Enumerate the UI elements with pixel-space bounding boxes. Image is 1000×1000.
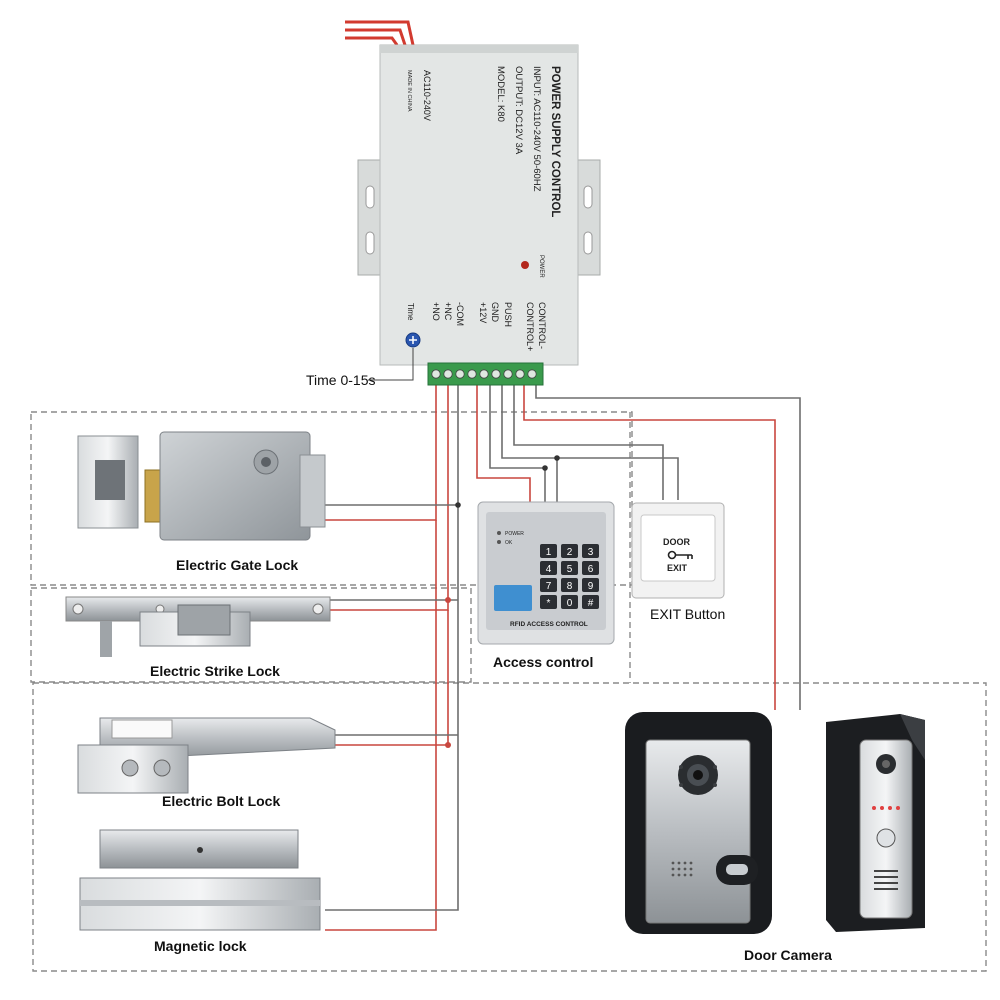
electric-bolt-lock-image (77, 717, 336, 794)
gate-lock-group-outline (30, 411, 633, 586)
keypad-key-label: 3 (588, 547, 594, 558)
keypad-key-label: 4 (546, 564, 552, 575)
psu-title: POWER SUPPLY CONTROL (549, 66, 561, 217)
keypad-key-label: 5 (567, 564, 573, 575)
speaker-grille (671, 861, 693, 877)
junction-dots (445, 455, 560, 748)
mains-cable (345, 20, 415, 46)
terminal-label: -COM (455, 302, 465, 326)
psu-input-spec: INPUT: AC110-240V 50-60HZ (531, 66, 542, 192)
psu-model: MODEL: K80 (495, 66, 506, 122)
electric-gate-lock-label: Electric Gate Lock (176, 557, 298, 573)
keypad-power-label: POWER (505, 531, 524, 537)
keypad-key-9[interactable]: 9 (582, 578, 599, 592)
keypad-key-label: # (588, 598, 594, 609)
power-led (521, 261, 529, 269)
keypad-key-6[interactable]: 6 (582, 561, 599, 575)
keypad-key-0[interactable]: 0 (561, 595, 578, 609)
strike-lock-group-outline (30, 587, 472, 683)
terminal-label: PUSH (503, 302, 513, 327)
keypad-key-#[interactable]: # (582, 595, 599, 609)
terminal-label: +NO (431, 302, 441, 321)
exit-button-line2: EXIT (667, 563, 688, 573)
keypad-key-label: 8 (567, 581, 573, 592)
keypad-key-1[interactable]: 1 (540, 544, 557, 558)
exit-button-line1: DOOR (663, 537, 691, 547)
terminal-label: CONTROL- (537, 302, 547, 349)
keypad-key-*[interactable]: * (540, 595, 557, 609)
door-camera-side (826, 714, 925, 932)
psu-body (379, 44, 579, 366)
psu-ac-label: AC110-240V (422, 70, 432, 121)
keypad-key-8[interactable]: 8 (561, 578, 578, 592)
keypad-ok-label: OK (505, 540, 513, 546)
keypad-key-label: * (547, 598, 551, 609)
keypad-key-3[interactable]: 3 (582, 544, 599, 558)
terminal-label: +12V (478, 302, 488, 323)
psu-output-spec: OUTPUT: DC12V 3A (513, 66, 524, 155)
keypad-key-5[interactable]: 5 (561, 561, 578, 575)
keypad-rfid-area (494, 585, 532, 611)
power-led-label: POWER (538, 255, 544, 278)
psu-made-in: MADE IN CHINA (406, 70, 412, 112)
door-camera-label: Door Camera (744, 947, 832, 963)
keypad-key-label: 0 (567, 598, 573, 609)
key-icon (667, 550, 693, 560)
device-group-outlines (30, 411, 987, 972)
access-control-keypad: POWER OK 1 2 3 4 5 6 7 8 9 * 0 # RFID ACCESS CONTRO… (477, 501, 615, 645)
keypad-key-label: 6 (588, 564, 594, 575)
keypad-keys: 1 2 3 4 5 6 7 8 9 * 0 # (540, 544, 599, 609)
time-range-label: Time 0-15s (306, 372, 376, 388)
exit-button-label: EXIT Button (650, 606, 725, 622)
keypad-key-label: 2 (567, 547, 573, 558)
terminal-label: GND (490, 302, 500, 323)
door-camera-front (625, 712, 772, 934)
keypad-key-label: 1 (546, 547, 552, 558)
keypad-key-2[interactable]: 2 (561, 544, 578, 558)
keypad-key-label: 9 (588, 581, 594, 592)
electric-bolt-lock-label: Electric Bolt Lock (162, 793, 280, 809)
exit-button[interactable]: DOOR EXIT (631, 502, 725, 599)
keypad-key-label: 7 (546, 581, 552, 592)
power-supply-unit: POWER SUPPLY CONTROL INPUT: AC110-240V 5… (357, 44, 601, 386)
magnetic-lock-label: Magnetic lock (154, 938, 247, 954)
time-adjust-knob[interactable] (405, 332, 421, 348)
wires (323, 385, 801, 931)
terminal-block (427, 362, 544, 386)
electric-strike-lock-label: Electric Strike Lock (150, 663, 280, 679)
keypad-key-7[interactable]: 7 (540, 578, 557, 592)
keypad-footer: RFID ACCESS CONTROL (510, 621, 588, 628)
magnetic-lock-image (79, 829, 321, 931)
terminal-label: CONTROL+ (525, 302, 535, 351)
electric-strike-lock-image (65, 596, 331, 657)
terminal-labels: +NO +NC -COM +12V GND PUSH CONTROL+ CONT… (431, 302, 547, 351)
time-range-leader (368, 348, 414, 381)
terminal-label: +NC (443, 302, 453, 321)
electric-gate-lock-image (77, 431, 326, 541)
access-control-label: Access control (493, 654, 593, 670)
time-knob-label: Time (406, 303, 415, 321)
keypad-key-4[interactable]: 4 (540, 561, 557, 575)
